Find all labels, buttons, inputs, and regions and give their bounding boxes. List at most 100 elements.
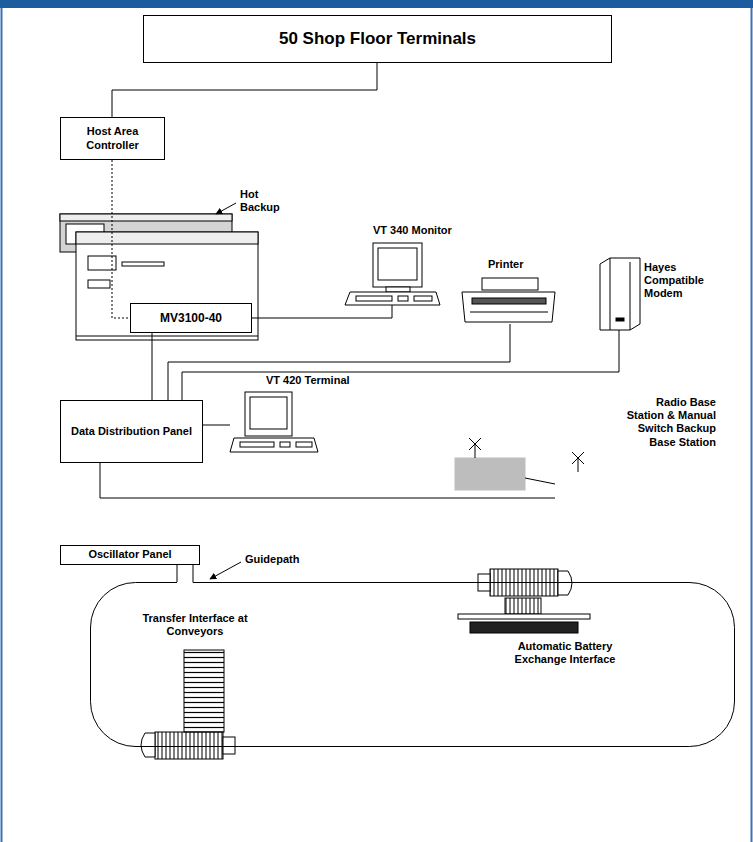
guidepath-loop: Guidepath	[90, 582, 735, 747]
controller-box: Host Area Controller	[60, 117, 165, 160]
oscillator-lead-part	[193, 565, 194, 583]
radio-base-stations-part	[525, 478, 555, 484]
callout-label: Hot Backup	[240, 188, 292, 214]
connector-line	[203, 425, 230, 426]
monitor-illustration-part	[356, 296, 392, 301]
monitor-illustration-part	[398, 296, 408, 301]
terminal-illustration-part	[250, 397, 287, 429]
battery-exchange-illustration-part	[505, 598, 541, 614]
radio-base-stations-part	[469, 438, 481, 450]
monitor-illustration-part	[373, 243, 422, 287]
connector-line	[112, 63, 377, 117]
oscillator-lead	[193, 565, 194, 583]
page-frame-part	[751, 8, 753, 842]
printer-illustration-part	[472, 298, 546, 304]
terminal-illustration-part	[240, 442, 274, 447]
radio-base-stations-part	[475, 444, 476, 458]
guidepath-leader-part	[210, 562, 241, 579]
node-text: Hayes Compatible Modem	[644, 261, 712, 301]
node-text: 50 Shop Floor Terminals	[279, 29, 476, 49]
monitor-illustration	[345, 243, 440, 305]
monitor-illustration-part	[386, 287, 410, 292]
connector-line	[112, 160, 130, 318]
agv-vehicle	[141, 732, 235, 759]
node-text: Printer	[488, 258, 548, 271]
guidepath-line	[91, 583, 735, 747]
guidepath-leader	[210, 562, 241, 579]
terminal-illustration-part	[230, 438, 318, 452]
printer-illustration	[462, 278, 555, 322]
modem-illustration	[600, 258, 640, 330]
page-frame-part	[0, 0, 753, 8]
connector-line	[152, 333, 153, 400]
radio-base-stations-part	[572, 452, 584, 464]
node-text: Host Area Controller	[65, 125, 160, 151]
guidepath-outline	[90, 582, 735, 747]
modem-device: Hayes Compatible Modem	[598, 258, 640, 330]
computer-illustration	[60, 214, 258, 340]
agv-vehicle-part	[141, 733, 155, 757]
node-text: Guidepath	[245, 553, 335, 566]
computer-illustration-part	[76, 232, 258, 340]
radio-base-stations-part	[572, 452, 584, 464]
connector-line	[182, 330, 619, 400]
hot-backup-leader-part	[216, 203, 236, 214]
node-text: Oscillator Panel	[88, 548, 171, 561]
distribution-panel-box: Data Distribution Panel	[60, 400, 203, 463]
page-frame-part	[1, 8, 3, 842]
callout-label: Transfer Interface at Conveyors	[136, 612, 254, 638]
connector-line	[168, 324, 510, 400]
monitor-illustration-part	[378, 248, 417, 280]
oscillator-panel-box: Oscillator Panel	[60, 545, 200, 565]
printer-illustration-part	[470, 312, 548, 313]
modem-illustration-part	[610, 258, 611, 330]
printer-illustration-part	[462, 292, 555, 322]
computer-illustration-part	[122, 262, 164, 266]
terminal-illustration-part	[245, 392, 292, 436]
node-text: Data Distribution Panel	[71, 425, 192, 438]
monitor-illustration-part	[414, 296, 432, 301]
monitor-illustration-part	[345, 292, 440, 305]
computer-illustration-part	[76, 336, 258, 337]
radio-base-stations	[455, 438, 584, 490]
conveyor-illustration-part	[184, 650, 224, 732]
computer-illustration-part	[88, 256, 116, 270]
modem-illustration-part	[600, 258, 640, 330]
radio-base-stations-part	[578, 458, 579, 472]
terminal-illustration	[230, 392, 318, 452]
modem-illustration-part	[630, 262, 631, 330]
computer-box: MV3100-40	[130, 303, 252, 333]
connector-line	[252, 305, 392, 318]
terminal-illustration-part	[296, 442, 312, 447]
computer-illustration-part	[60, 214, 232, 221]
printer-device: Printer	[462, 278, 555, 324]
connector-line	[177, 565, 178, 582]
battery-exchange-illustration	[458, 598, 590, 633]
computer-illustration-part	[88, 280, 110, 288]
connector-line	[100, 463, 555, 498]
modem-illustration-part	[616, 318, 624, 321]
battery-exchange-illustration-part	[458, 614, 590, 619]
node-text: MV3100-40	[160, 311, 222, 325]
radio-base-stations-part	[469, 438, 481, 450]
computer-illustration-part	[76, 232, 258, 244]
callout-label: Automatic Battery Exchange Interface	[500, 640, 630, 666]
battery-exchange-illustration-part	[470, 622, 578, 633]
agv-vehicle-part	[223, 737, 235, 754]
node-text: VT 340 Monitor	[373, 224, 473, 237]
terminals-box: 50 Shop Floor Terminals	[143, 15, 612, 63]
radio-base-station: Radio Base Station & Manual Switch Backu…	[555, 472, 600, 508]
conveyor-illustration	[184, 650, 224, 732]
terminal-device: VT 420 Terminal	[230, 392, 318, 452]
node-text: Radio Base Station & Manual Switch Backu…	[618, 396, 716, 449]
monitor-device: VT 340 Monitor	[345, 243, 440, 305]
printer-illustration-part	[482, 278, 538, 290]
hot-backup-leader	[216, 203, 236, 214]
node-text: VT 420 Terminal	[266, 374, 366, 387]
radio-base-stations-part	[455, 458, 525, 490]
terminal-illustration-part	[280, 442, 290, 447]
agv-vehicle-part	[155, 732, 223, 759]
